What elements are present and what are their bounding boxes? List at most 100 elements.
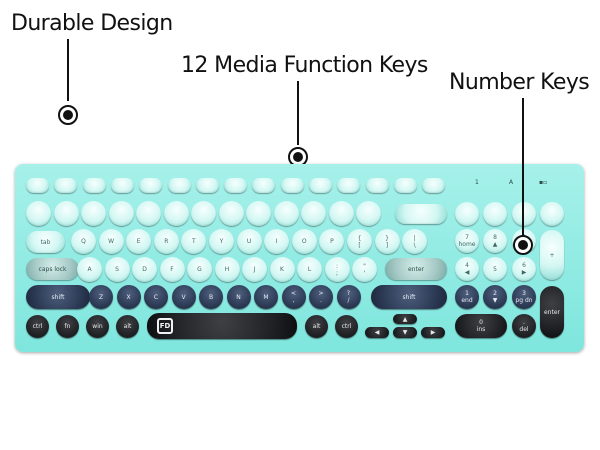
numpad-plus-key[interactable]: +	[540, 230, 564, 280]
key-r5-5[interactable]: B	[199, 285, 223, 309]
arrow-right-key[interactable]: ▶	[421, 327, 445, 338]
key-r3-1[interactable]: Q	[71, 229, 96, 254]
key-r3-5[interactable]: T	[181, 229, 207, 254]
number-row-key-8[interactable]	[218, 201, 244, 226]
number-row-key-2[interactable]	[53, 201, 79, 226]
number-row-key-9[interactable]	[246, 201, 271, 226]
key-r4-10[interactable]: : ;	[324, 257, 350, 282]
numpad-top-key-3[interactable]	[512, 202, 536, 226]
number-row-key-4[interactable]	[108, 201, 134, 226]
key-r3-13[interactable]: | \	[402, 229, 428, 254]
key-r4-11[interactable]: " '	[352, 257, 377, 282]
numpad-top-key-1[interactable]	[455, 202, 479, 226]
key-r4-5[interactable]: G	[187, 257, 212, 282]
key-r5-4[interactable]: V	[171, 285, 196, 309]
key-r3-3[interactable]: E	[126, 229, 152, 254]
key-r4-1[interactable]: A	[77, 257, 102, 282]
win-key[interactable]: win	[86, 315, 109, 338]
media-key-10[interactable]	[280, 178, 304, 193]
key-r3-6[interactable]: Y	[209, 229, 234, 254]
media-key-9[interactable]	[252, 178, 276, 193]
key-r5-1[interactable]: Z	[89, 285, 113, 309]
key-r4-6[interactable]: H	[214, 257, 240, 282]
media-key-5[interactable]	[139, 178, 163, 193]
backspace-key[interactable]	[395, 204, 447, 224]
key-r4-4[interactable]: F	[159, 257, 185, 282]
numpad-2-key[interactable]: 2 ▼	[483, 285, 507, 309]
number-row-key-10[interactable]	[273, 201, 299, 226]
left-ctrl-key[interactable]: ctrl	[26, 315, 49, 338]
key-r4-9[interactable]: L	[297, 257, 322, 282]
key-r3-11[interactable]: { [	[347, 229, 372, 254]
numpad-5-key-label: 5	[493, 265, 497, 273]
key-r3-9[interactable]: O	[291, 229, 317, 254]
numpad-top-key-2[interactable]	[483, 202, 507, 226]
media-key-7[interactable]	[195, 178, 219, 193]
key-r5-8[interactable]: < ,	[281, 285, 306, 309]
key-r5-9[interactable]: > .	[309, 285, 333, 309]
media-key-3[interactable]	[82, 178, 106, 193]
tab-key[interactable]: tab	[26, 231, 65, 253]
left-shift-key[interactable]: shift	[26, 285, 90, 309]
number-row-key-5[interactable]	[136, 201, 161, 226]
numpad-decimal-key[interactable]: . del	[512, 314, 536, 338]
media-key-14[interactable]	[393, 178, 417, 193]
arrow-down-key[interactable]: ▼	[393, 327, 417, 338]
left-alt-key[interactable]: alt	[116, 315, 139, 338]
right-alt-key[interactable]: alt	[305, 315, 328, 338]
number-row-key-3[interactable]	[81, 201, 106, 226]
media-key-12[interactable]	[337, 178, 361, 193]
caps-lock-indicator: A	[509, 179, 514, 186]
media-key-4[interactable]	[110, 178, 134, 193]
right-shift-key[interactable]: shift	[371, 285, 447, 309]
key-r3-7[interactable]: U	[236, 229, 262, 254]
enter-key[interactable]: enter	[385, 258, 447, 280]
caps-lock-key[interactable]: caps lock	[26, 258, 79, 280]
numpad-8-key[interactable]: 8 ▲	[483, 229, 507, 253]
number-row-key-6[interactable]	[163, 201, 189, 226]
key-r4-7[interactable]: J	[242, 257, 267, 282]
right-ctrl-key[interactable]: ctrl	[335, 315, 358, 338]
numpad-4-key[interactable]: 4 ◀	[455, 257, 479, 281]
media-key-2[interactable]	[54, 178, 78, 193]
key-r3-4[interactable]: R	[153, 229, 179, 254]
media-key-15[interactable]	[422, 178, 446, 193]
key-r3-2[interactable]: W	[98, 229, 124, 254]
key-r4-8[interactable]: K	[269, 257, 295, 282]
numpad-top-key-4[interactable]	[540, 202, 564, 226]
number-row-key-12[interactable]	[328, 201, 354, 226]
arrow-up-key[interactable]: ▲	[393, 314, 417, 324]
numpad-3-key[interactable]: 3 pg dn	[512, 285, 536, 309]
number-row-key-7[interactable]	[191, 201, 216, 226]
media-key-11[interactable]	[309, 178, 332, 193]
numpad-7-key[interactable]: 7 home	[455, 229, 479, 253]
media-key-13[interactable]	[365, 178, 389, 193]
numpad-enter-key[interactable]: enter	[540, 286, 564, 338]
key-r5-7[interactable]: M	[254, 285, 278, 309]
key-r5-1-label: Z	[98, 293, 104, 301]
key-r3-12[interactable]: } ]	[374, 229, 400, 254]
key-r4-2[interactable]: S	[104, 257, 130, 282]
key-r4-3[interactable]: D	[132, 257, 157, 282]
key-r5-10-label: ? /	[346, 290, 351, 304]
numpad-1-key[interactable]: 1 end	[455, 285, 479, 309]
key-r5-2[interactable]: X	[116, 285, 141, 309]
number-row-key-11[interactable]	[301, 201, 326, 226]
key-r3-8[interactable]: I	[264, 229, 290, 254]
key-r5-6[interactable]: N	[226, 285, 251, 309]
media-key-1[interactable]	[26, 178, 49, 193]
numpad-0-key[interactable]: 0 ins	[455, 314, 507, 338]
number-row-key-13[interactable]	[356, 201, 381, 226]
spacebar[interactable]: FD	[147, 313, 297, 339]
arrow-left-key[interactable]: ◀	[365, 327, 389, 338]
fn-key[interactable]: fn	[56, 315, 79, 338]
media-key-6[interactable]	[167, 178, 191, 193]
key-r3-10[interactable]: P	[319, 229, 345, 254]
key-r5-3[interactable]: C	[144, 285, 168, 309]
key-r3-7-label: U	[246, 238, 252, 245]
numpad-6-key[interactable]: 6 ▶	[512, 257, 536, 281]
number-row-key-1[interactable]	[26, 201, 51, 226]
numpad-5-key[interactable]: 5	[483, 257, 507, 281]
key-r5-10[interactable]: ? /	[336, 285, 361, 309]
media-key-8[interactable]	[224, 178, 248, 193]
